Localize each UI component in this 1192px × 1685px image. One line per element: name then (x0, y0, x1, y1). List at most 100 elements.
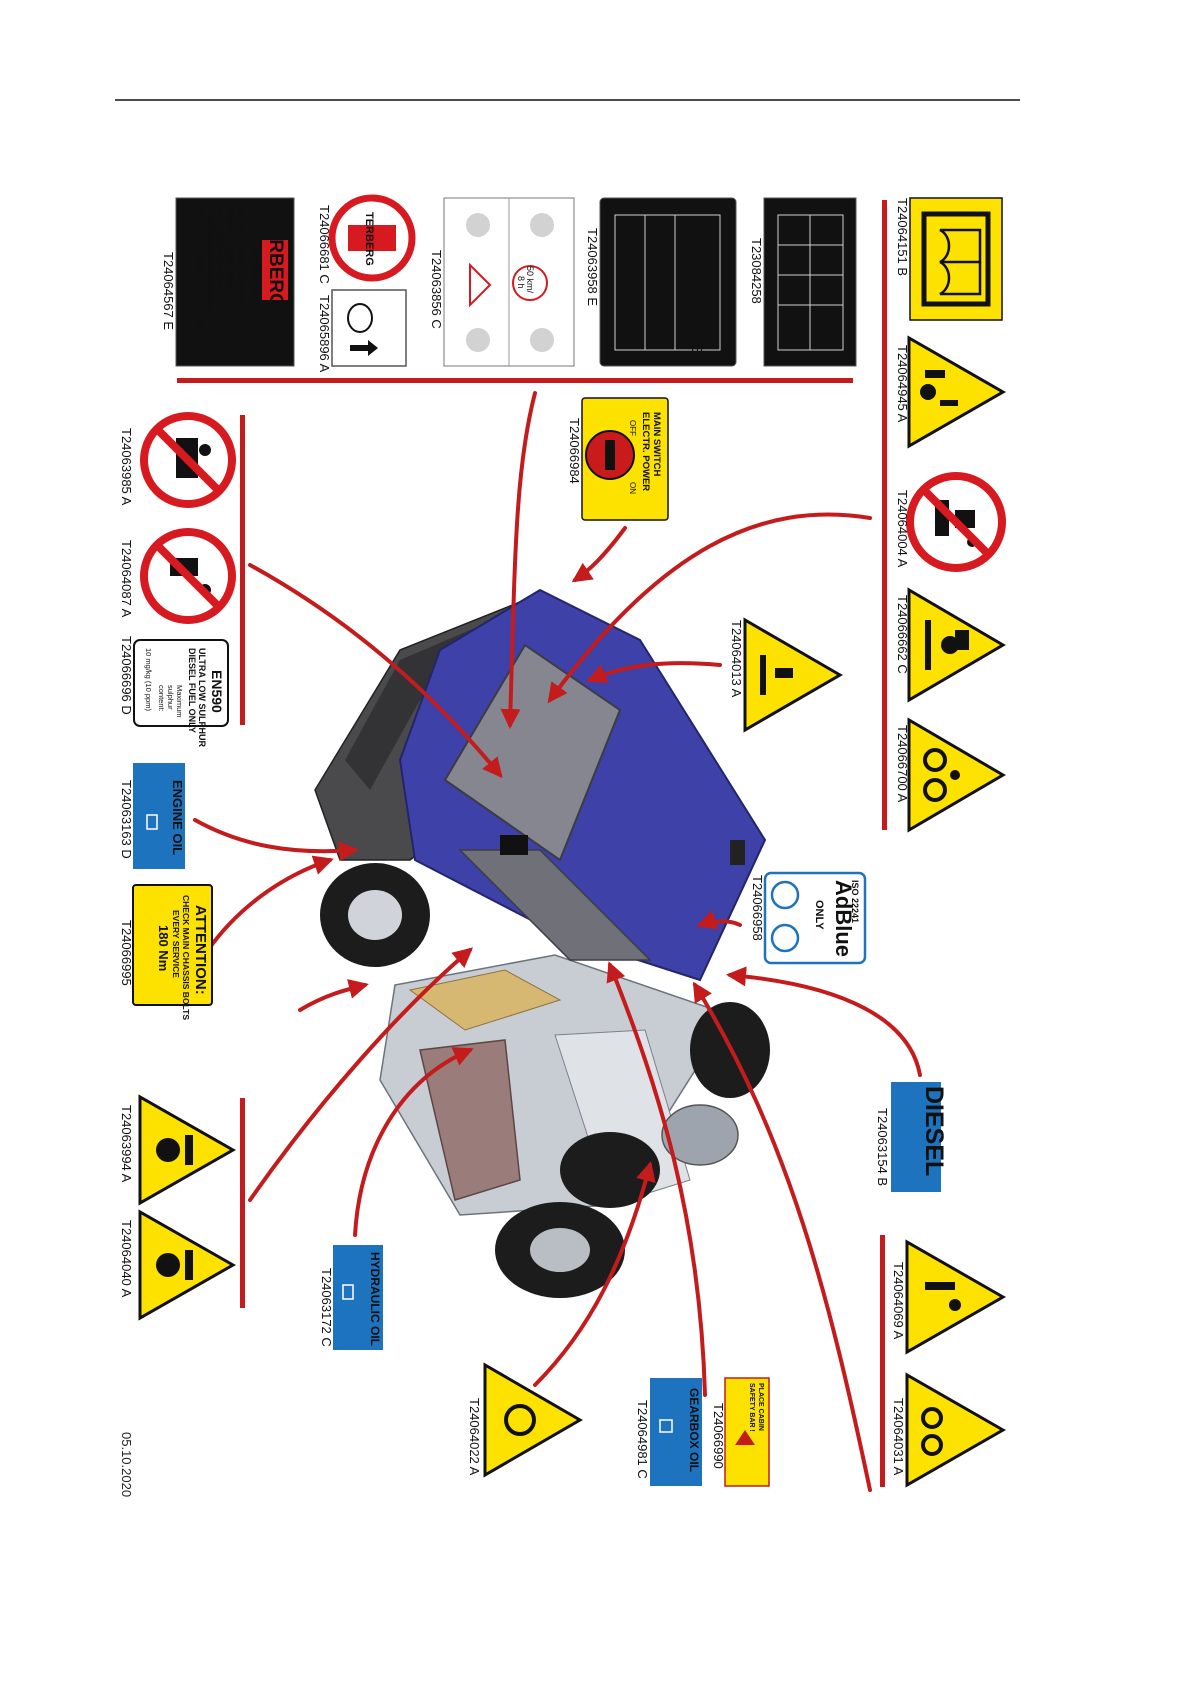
gearbox-oil-label: GEARBOX OIL (687, 1388, 701, 1472)
diesel-label: DIESEL (920, 1086, 948, 1176)
crush-warning-icon (920, 370, 958, 406)
decal-T24064031: T24064031 A (891, 1372, 1007, 1488)
company-fax: Fax: +31(0)348-451034 (216, 208, 225, 287)
en590-line1: ULTRA LOW SULPHUR (197, 648, 207, 747)
attention-title: ATTENTION: (192, 905, 209, 995)
decal-T24066990: PLACE CABIN SAFETY BAR ! T24066990 (711, 1377, 770, 1487)
decal-T24064151: T24064151 B (895, 197, 1003, 321)
en590-sulphur: sulphur (166, 685, 175, 710)
decal-T24064087: T24064087 A (119, 528, 236, 624)
decal-T24065896: T24065896 A (317, 289, 407, 373)
decal-T24064040: T24064040 A (119, 1209, 237, 1321)
code-T24066984: T24066984 (567, 418, 582, 484)
en590-title: EN590 (209, 670, 225, 713)
code-T24064567: T24064567 E (161, 252, 176, 330)
decal-T24064945: T24064945 A (895, 335, 1007, 449)
code-T24064004: T24064004 A (895, 490, 910, 568)
code-T24066990: T24066990 (711, 1403, 726, 1469)
decal-T24063163: ENGINE OIL T24063163 D (119, 763, 185, 869)
decal-T24063985: T24063985 A (119, 412, 236, 508)
code-T24064981: T24064981 C (635, 1400, 650, 1479)
terberg-logo: TERBERG (265, 215, 286, 308)
code-T24064031: T24064031 A (891, 1398, 906, 1476)
code-T24063172: T24063172 C (319, 1268, 334, 1347)
rotating-beacon-icon (156, 1250, 193, 1280)
document-date: 05.10.2020 (119, 1432, 134, 1497)
company-email: E-mail: info@terbergbenschop.nl (206, 208, 215, 318)
wheel-time: 8 h (516, 276, 526, 289)
en590-value: 10 mg/kg (10 ppm) (144, 648, 153, 711)
decal-T24064567: TERBERG BENSCHOP P.O. Box 2, 3400 AA Ben… (161, 197, 295, 367)
code-T24064069: T24064069 A (891, 1262, 906, 1340)
main-switch-line1: MAIN SWITCH (651, 412, 662, 477)
code-T24064087: T24064087 A (119, 540, 134, 618)
adblue-only: ONLY (813, 900, 825, 930)
plate-T24063958: CE T24063958 E (585, 197, 737, 367)
leader-arrows (193, 391, 922, 1492)
decal-T24064981: GEARBOX OIL T24064981 C (635, 1378, 702, 1486)
engine-oil-label: ENGINE OIL (170, 780, 185, 855)
code-T24066958: T24066958 (750, 875, 765, 941)
place-cabin-line2: SAFETY BAR ! (748, 1383, 755, 1432)
fluid-drop-icon (146, 814, 158, 830)
svg-text:CE: CE (688, 336, 705, 357)
terberg-seal: TERBERG (363, 212, 375, 266)
main-switch-line2: ELECTR. POWER (640, 412, 651, 491)
ce-mark-icon: CE (688, 336, 705, 357)
attention-line1: CHECK MAIN CHASSIS BOLTS (181, 895, 191, 1020)
code-T24064151: T24064151 B (895, 198, 910, 276)
grouping-bars (177, 200, 887, 1487)
tilt-warning-icon (925, 620, 969, 670)
decal-T24066700: T24066700 A (895, 717, 1006, 833)
terminal-tractor-illustration (314, 588, 770, 1298)
company-phone: Phone: +31(0)348-459011 (226, 208, 235, 295)
main-switch-on: ON (628, 482, 637, 494)
en590-max: Maximum (175, 685, 184, 718)
code-T24066700: T24066700 A (895, 725, 910, 803)
decal-T24066662: T24066662 C (895, 587, 1006, 703)
decal-T24064013: T24064013 A (729, 617, 843, 733)
decal-T24063856: 50 km/ 8 h T24063856 C (429, 197, 575, 367)
code-T24066662: T24066662 C (895, 595, 910, 674)
plate-T23084258: T23084258 (749, 197, 857, 367)
decal-T24064004: T24064004 A (895, 472, 1006, 572)
code-T24064945: T24064945 A (895, 345, 910, 423)
en590-content: content: (157, 685, 166, 712)
code-T24066696: T24066696 D (119, 636, 134, 715)
code-T24063994: T24063994 A (119, 1105, 134, 1183)
adblue-standard: ISO 22241 (850, 880, 860, 923)
decal-T24064022: T24064022 A (467, 1362, 583, 1478)
decal-T24066995: ATTENTION: CHECK MAIN CHASSIS BOLTS EVER… (119, 884, 213, 1020)
decal-T24063994: T24063994 A (119, 1094, 237, 1206)
hydraulic-oil-label: HYDRAULIC OIL (368, 1252, 382, 1346)
decal-T24063154: DIESEL T24063154 B (875, 1082, 948, 1192)
code-T24063985: T24063985 A (119, 428, 134, 506)
decal-T24064069: T24064069 A (891, 1239, 1007, 1355)
fifth-wheel-icon (466, 213, 554, 352)
company-internet: Internet: http://www.terbergbenschop.nl (196, 208, 205, 339)
main-switch-off: OFF (628, 420, 637, 436)
decal-T24066958: ISO 22241 AdBlue ONLY T24066958 (750, 871, 867, 965)
benschop-logo: BENSCHOP (250, 245, 261, 302)
gear-entanglement-icon (923, 748, 947, 802)
place-cabin-line1: PLACE CABIN (757, 1383, 764, 1431)
code-T24063154: T24063154 B (875, 1108, 890, 1186)
code-T24066995: T24066995 (119, 920, 134, 986)
en590-line2: DIESEL FUEL ONLY (187, 648, 197, 733)
decal-T24066984: MAIN SWITCH ELECTR. POWER OFF ON T240669… (567, 397, 669, 521)
adblue-label: AdBlue (831, 880, 856, 957)
code-T24063958: T24063958 E (585, 228, 600, 306)
code-T24064040: T24064040 A (119, 1220, 134, 1298)
code-T24064013: T24064013 A (729, 620, 744, 698)
code-T24064022: T24064022 A (467, 1398, 482, 1476)
belt-entanglement-icon (921, 1407, 943, 1456)
code-T24066681: T24066681 C (317, 205, 332, 284)
company-address: P.O. Box 2, 3400 AA Benschop (NL) (236, 208, 245, 328)
code-T24063163: T24063163 D (119, 780, 134, 859)
decal-T24066696: EN590 ULTRA LOW SULPHUR DIESEL FUEL ONLY… (119, 636, 229, 747)
code-T23084258: T23084258 (749, 238, 764, 304)
wheel-speed: 50 km/ (525, 266, 535, 294)
attention-torque: 180 Nm (156, 925, 171, 971)
attention-line2: EVERY SERVICE (171, 910, 181, 978)
